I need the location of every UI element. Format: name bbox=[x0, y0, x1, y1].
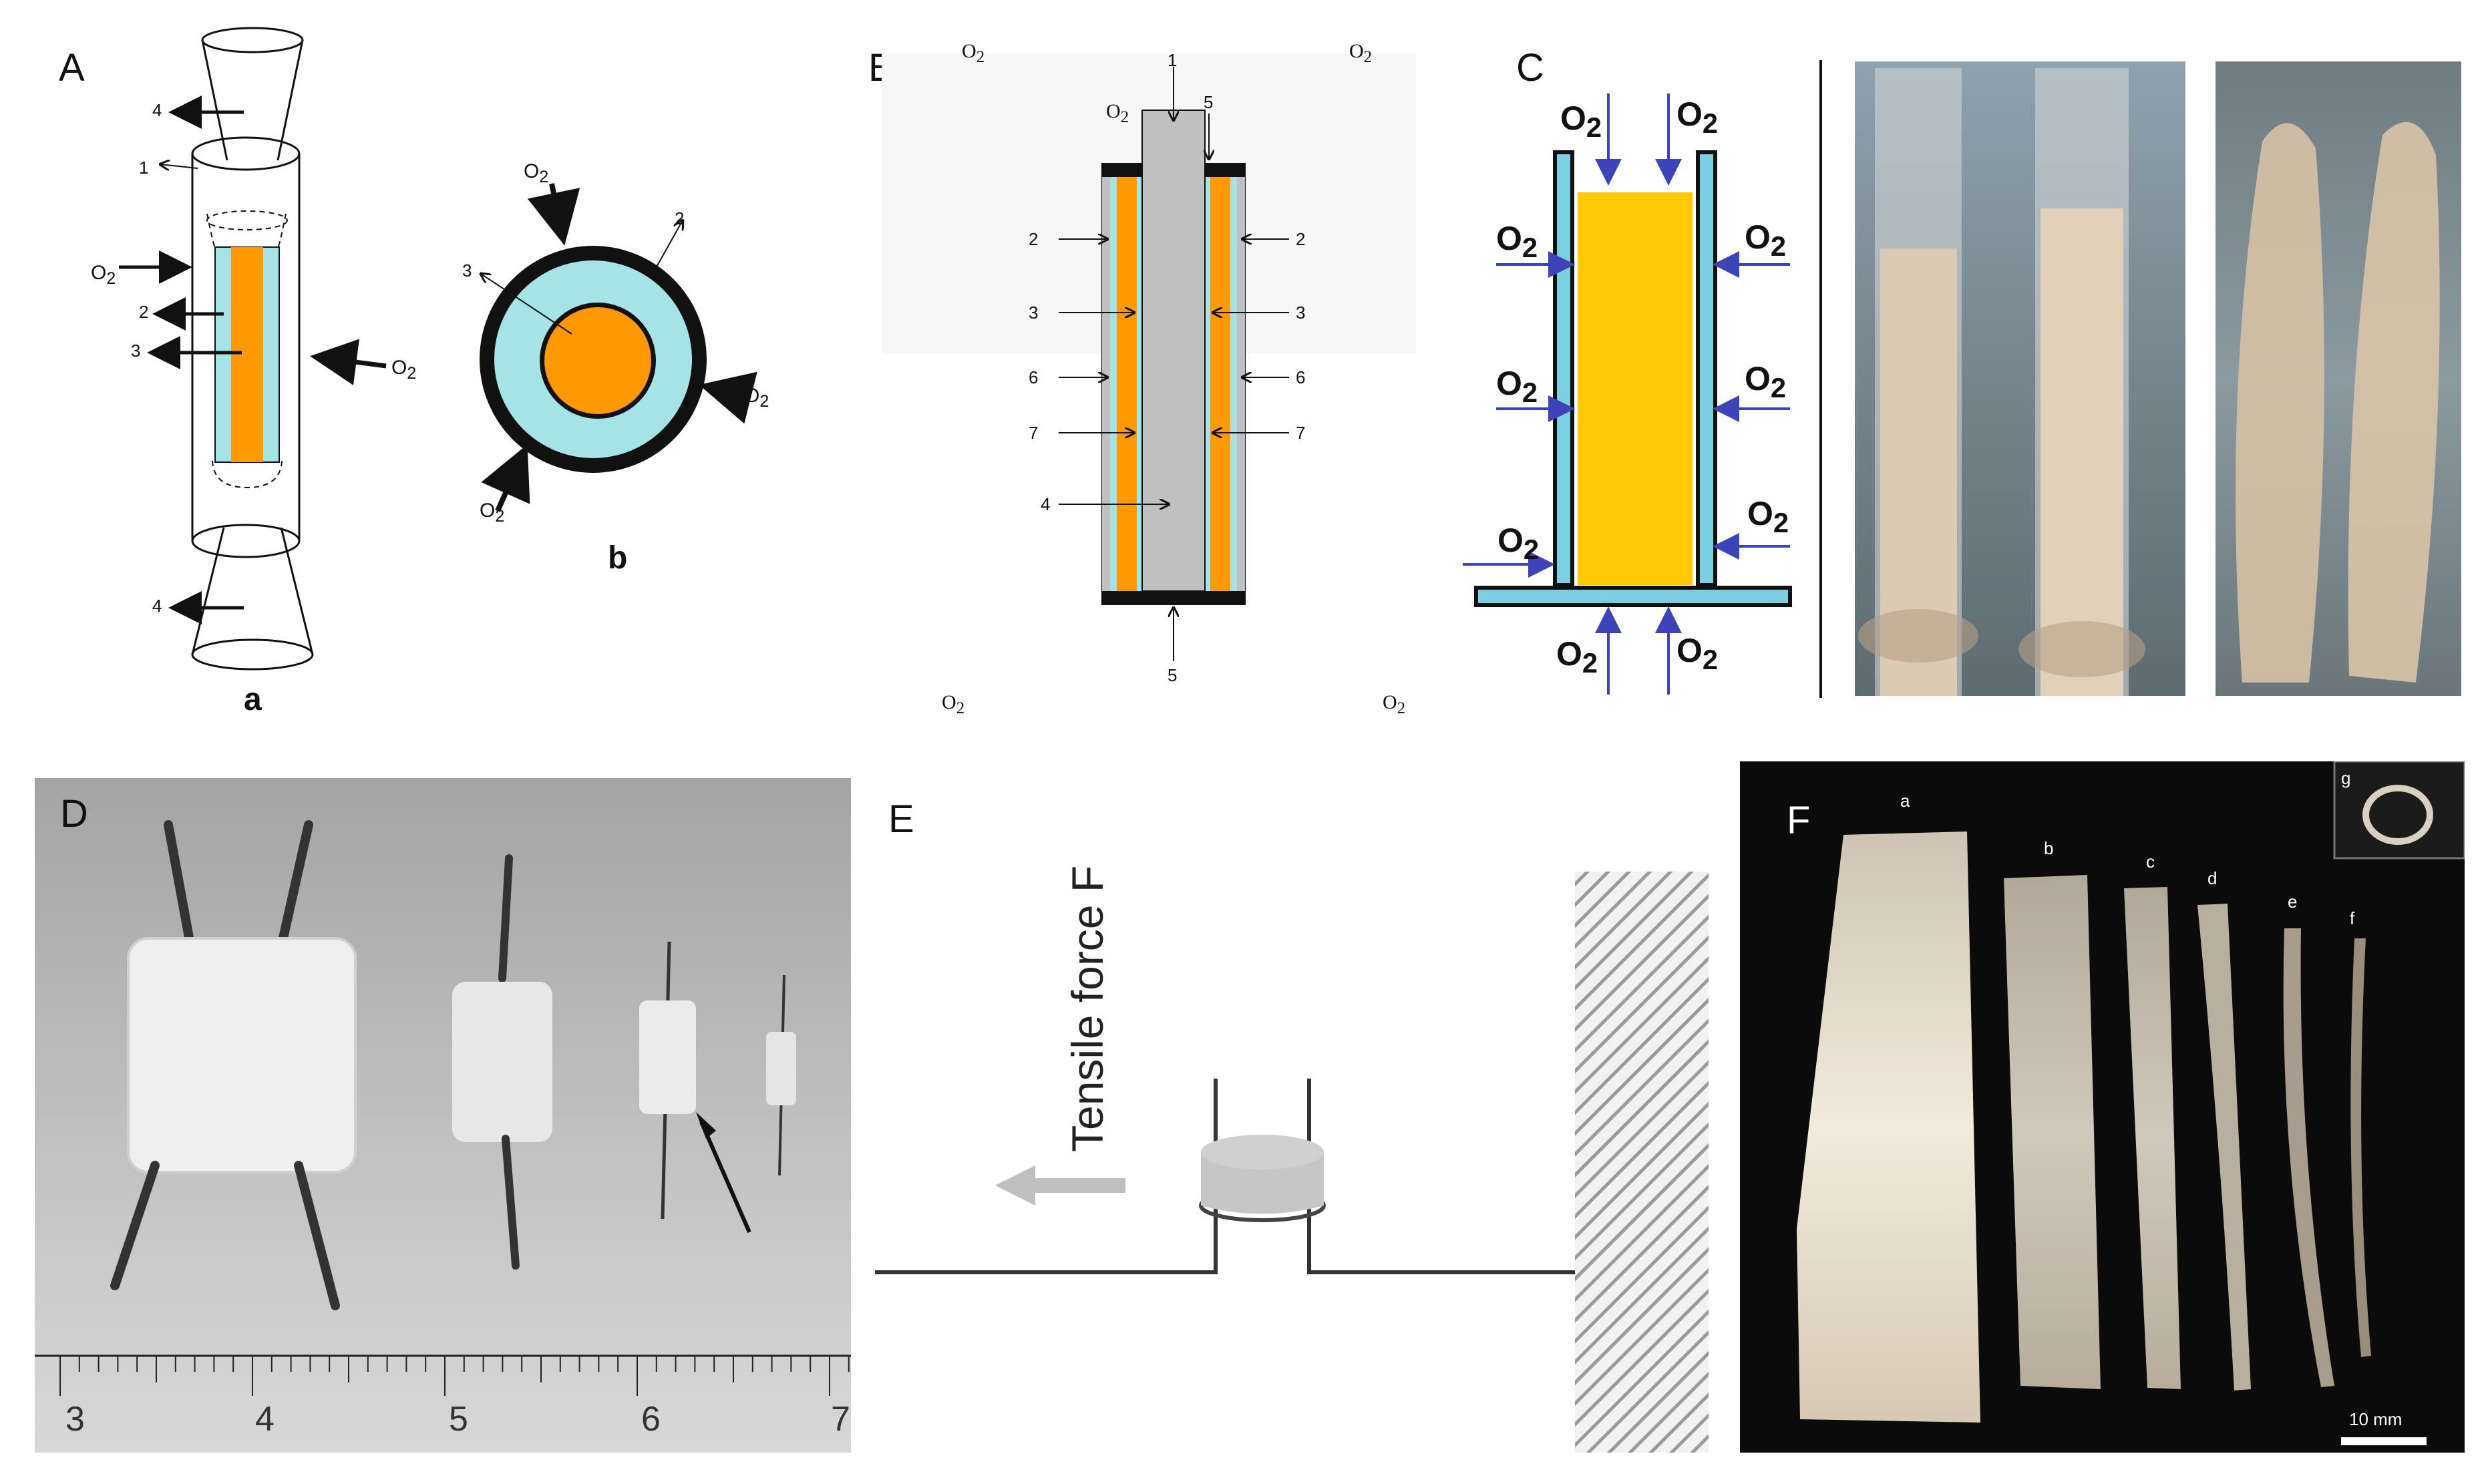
ruler-label-5: 5 bbox=[449, 1400, 468, 1439]
b-o2-bottomright: O2 bbox=[1383, 691, 1406, 717]
panel-d: D 3 4 5 6 7 bbox=[35, 778, 851, 1453]
b-callout-3-right: 3 bbox=[1296, 303, 1306, 323]
strip-label-a: a bbox=[1900, 791, 1910, 811]
c-o2-5: O2 bbox=[1496, 365, 1538, 408]
c-o2-3: O2 bbox=[1496, 220, 1538, 263]
panel-label-a: A bbox=[59, 46, 85, 89]
panel-f-photo bbox=[1797, 761, 2465, 1445]
strip-label-e: e bbox=[2288, 892, 2298, 912]
panel-b: B 1 5 5 2 3 6 bbox=[855, 0, 1456, 735]
c-o2-1: O2 bbox=[1560, 100, 1602, 143]
callout-4-bottom: 4 bbox=[152, 596, 162, 616]
c-o2-10: O2 bbox=[1676, 632, 1719, 675]
o2-b-right: O2 bbox=[744, 385, 769, 411]
callout-2: 2 bbox=[139, 302, 149, 322]
b-o2-bottomleft: O2 bbox=[942, 691, 965, 717]
panel-a: A bbox=[0, 0, 842, 735]
panel-label-f: F bbox=[1787, 799, 1811, 842]
c-o2-8: O2 bbox=[1747, 495, 1789, 538]
panel-e-diagram bbox=[875, 872, 1709, 1453]
b-callout-2-left: 2 bbox=[1029, 229, 1039, 249]
panel-e: E Tensile force F bbox=[868, 778, 1723, 1453]
c-o2-9: O2 bbox=[1556, 635, 1598, 679]
strip-label-c: c bbox=[2146, 852, 2155, 872]
callout-b-3: 3 bbox=[462, 260, 472, 281]
b-callout-7-right: 7 bbox=[1296, 423, 1306, 443]
b-callout-6-left: 6 bbox=[1029, 367, 1039, 387]
ruler-label-7: 7 bbox=[831, 1400, 850, 1439]
b-callout-5-bottom: 5 bbox=[1168, 665, 1178, 685]
panel-d-photo bbox=[35, 820, 851, 1396]
o2-b-bottom: O2 bbox=[480, 500, 505, 526]
b-callout-3-left: 3 bbox=[1029, 303, 1039, 323]
strip-label-d: d bbox=[2207, 868, 2217, 888]
b-callout-5-top: 5 bbox=[1204, 92, 1214, 112]
strip-label-b: b bbox=[2044, 838, 2054, 858]
ruler-label-3: 3 bbox=[65, 1400, 85, 1439]
callout-4-top: 4 bbox=[152, 100, 162, 120]
ruler-label-4: 4 bbox=[255, 1400, 275, 1439]
b-callout-2-right: 2 bbox=[1296, 229, 1306, 249]
c-o2-2: O2 bbox=[1676, 96, 1719, 139]
c-o2-4: O2 bbox=[1745, 218, 1787, 262]
panel-label-e: E bbox=[888, 797, 914, 841]
ruler-label-6: 6 bbox=[641, 1400, 661, 1439]
b-callout-7-left: 7 bbox=[1029, 423, 1039, 443]
sub-label-b: b bbox=[608, 540, 628, 576]
c-photo-gels bbox=[2215, 61, 2461, 696]
callout-3: 3 bbox=[131, 341, 141, 361]
callout-b-2: 2 bbox=[675, 208, 685, 228]
panel-a-diagram bbox=[119, 27, 757, 671]
panel-f: F a b c d e f g 10 mm bbox=[1740, 761, 2465, 1453]
b-callout-4-left: 4 bbox=[1041, 494, 1051, 514]
o2-left: O2 bbox=[91, 262, 116, 288]
b-o2-rod: O2 bbox=[1106, 100, 1129, 126]
c-o2-7: O2 bbox=[1497, 522, 1540, 565]
strip-label-f: f bbox=[2350, 908, 2355, 928]
panel-label-d: D bbox=[60, 792, 88, 836]
panel-b-diagram bbox=[882, 53, 1416, 661]
o2-right: O2 bbox=[391, 357, 417, 383]
b-o2-topleft: O2 bbox=[962, 40, 985, 66]
b-callout-6-right: 6 bbox=[1296, 367, 1306, 387]
panel-label-c: C bbox=[1516, 46, 1544, 89]
o2-b-top: O2 bbox=[524, 160, 549, 186]
b-callout-1: 1 bbox=[1168, 50, 1178, 70]
callout-1: 1 bbox=[139, 158, 149, 178]
b-o2-topright: O2 bbox=[1349, 40, 1373, 66]
c-photo-tubes bbox=[1855, 61, 2185, 696]
inset-label-g: g bbox=[2341, 768, 2351, 788]
sub-label-a: a bbox=[244, 682, 262, 717]
panel-c: C O2 O2 O2 O2 O2 O2 O2 O2 O2 O2 bbox=[1456, 0, 2484, 735]
scale-bar-label: 10 mm bbox=[2349, 1409, 2403, 1429]
c-o2-6: O2 bbox=[1745, 360, 1787, 403]
panel-c-diagram bbox=[1463, 60, 1822, 698]
